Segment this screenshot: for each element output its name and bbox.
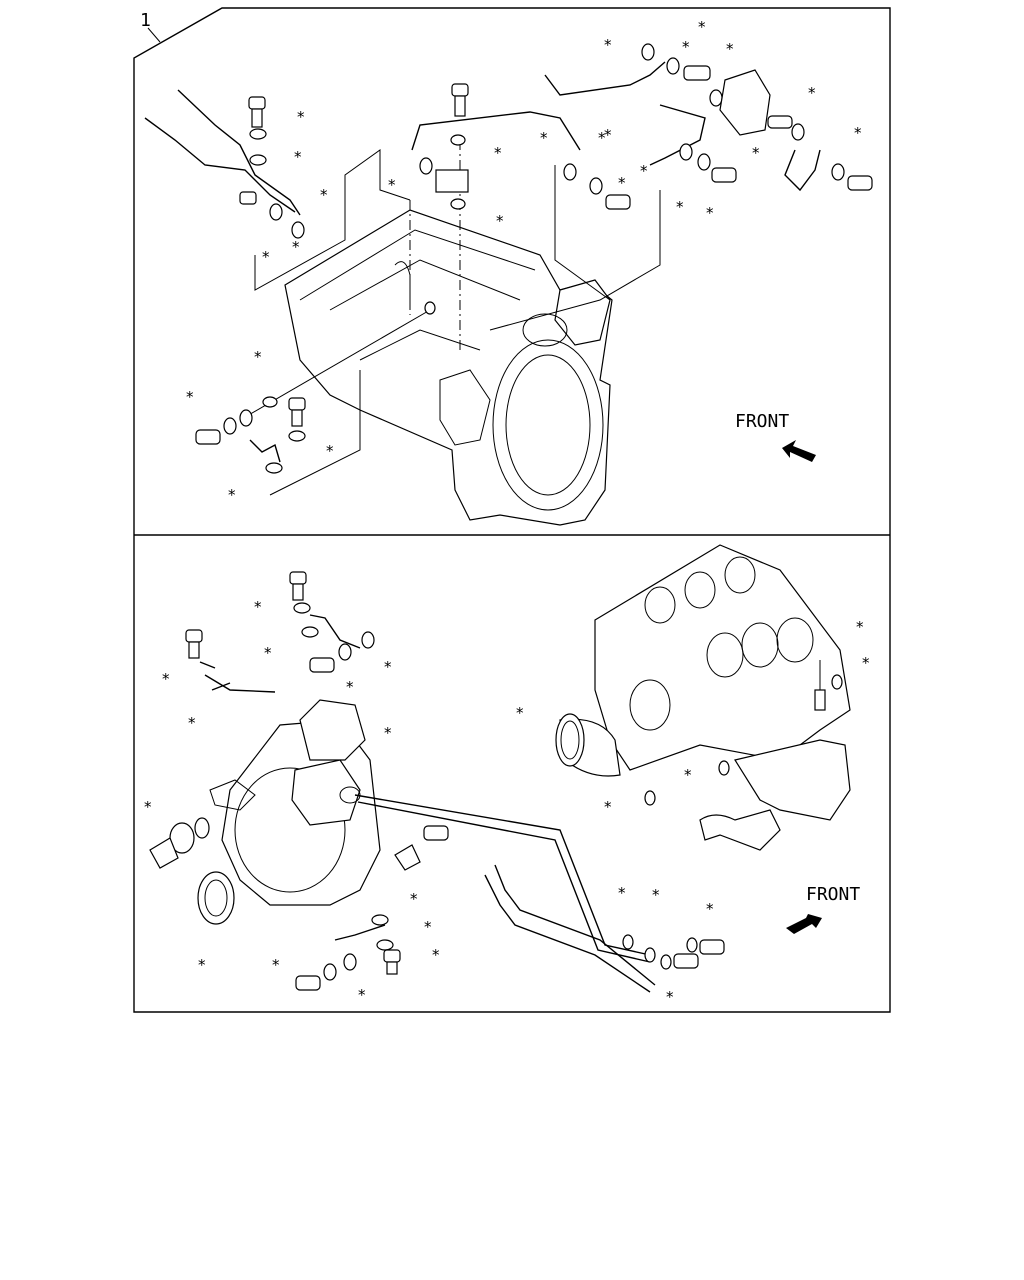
asterisk-mark: * [856, 618, 864, 636]
diagram-frame [133, 7, 891, 1013]
asterisk-mark: * [706, 204, 714, 222]
asterisk-mark: * [726, 40, 734, 58]
asterisk-mark: * [604, 36, 612, 54]
asterisk-mark: * [294, 148, 302, 166]
asterisk-mark: * [432, 946, 440, 964]
asterisk-mark: * [346, 678, 354, 696]
lower-asterisk-marks: * * * * * * * * * * * * * * * * * * * * … [144, 598, 870, 1006]
asterisk-mark: * [808, 84, 816, 102]
asterisk-mark: * [272, 956, 280, 974]
asterisk-mark: * [854, 124, 862, 142]
asterisk-mark: * [264, 644, 272, 662]
asterisk-mark: * [320, 186, 328, 204]
asterisk-mark: * [752, 144, 760, 162]
asterisk-mark: * [297, 108, 305, 126]
asterisk-mark: * [494, 144, 502, 162]
lower-flywheel-housing [209, 699, 381, 906]
item-callout: 1 [140, 10, 161, 43]
lower-engine-block [555, 544, 851, 851]
front-label: FRONT [806, 884, 860, 905]
asterisk-mark: * [598, 129, 606, 147]
asterisk-mark: * [228, 486, 236, 504]
asterisk-mark: * [162, 670, 170, 688]
asterisk-mark: * [604, 126, 612, 144]
asterisk-mark: * [254, 348, 262, 366]
lower-fasteners [149, 571, 843, 991]
upper-dashed-leaders [239, 140, 661, 496]
asterisk-mark: * [652, 886, 660, 904]
asterisk-mark: * [618, 174, 626, 192]
asterisk-mark: * [496, 212, 504, 230]
lower-oil-pipes [204, 614, 656, 993]
asterisk-mark: * [198, 956, 206, 974]
asterisk-mark: * [862, 654, 870, 672]
asterisk-mark: * [604, 798, 612, 816]
asterisk-mark: * [684, 766, 692, 784]
upper-oil-pipes [144, 61, 821, 216]
asterisk-mark: * [676, 198, 684, 216]
front-label: FRONT [735, 411, 789, 432]
upper-view: * * * * * * * * * * * * * * * * * * * * … [144, 18, 873, 526]
lower-front-indicator: FRONT [786, 884, 860, 934]
lower-view: * * * * * * * * * * * * * * * * * * * * … [144, 544, 870, 1006]
asterisk-mark: * [254, 598, 262, 616]
asterisk-mark: * [682, 38, 690, 56]
asterisk-mark: * [666, 988, 674, 1006]
asterisk-mark: * [698, 18, 706, 36]
upper-fasteners [195, 43, 873, 474]
asterisk-mark: * [540, 129, 548, 147]
asterisk-mark: * [144, 798, 152, 816]
item-number: 1 [140, 10, 151, 31]
asterisk-mark: * [326, 442, 334, 460]
asterisk-mark: * [388, 176, 396, 194]
asterisk-mark: * [262, 248, 270, 266]
upper-asterisk-marks: * * * * * * * * * * * * * * * * * * * * … [186, 18, 862, 504]
upper-engine-housing [284, 209, 613, 526]
asterisk-mark: * [424, 918, 432, 936]
asterisk-mark: * [292, 238, 300, 256]
asterisk-mark: * [384, 724, 392, 742]
asterisk-mark: * [640, 162, 648, 180]
asterisk-mark: * [384, 658, 392, 676]
front-arrow-icon [786, 914, 822, 934]
asterisk-mark: * [186, 388, 194, 406]
upper-front-indicator: FRONT [735, 411, 816, 462]
front-arrow-icon [782, 440, 816, 462]
asterisk-mark: * [410, 890, 418, 908]
asterisk-mark: * [188, 714, 196, 732]
asterisk-mark: * [358, 986, 366, 1004]
asterisk-mark: * [706, 900, 714, 918]
asterisk-mark: * [618, 884, 626, 902]
asterisk-mark: * [516, 704, 524, 722]
